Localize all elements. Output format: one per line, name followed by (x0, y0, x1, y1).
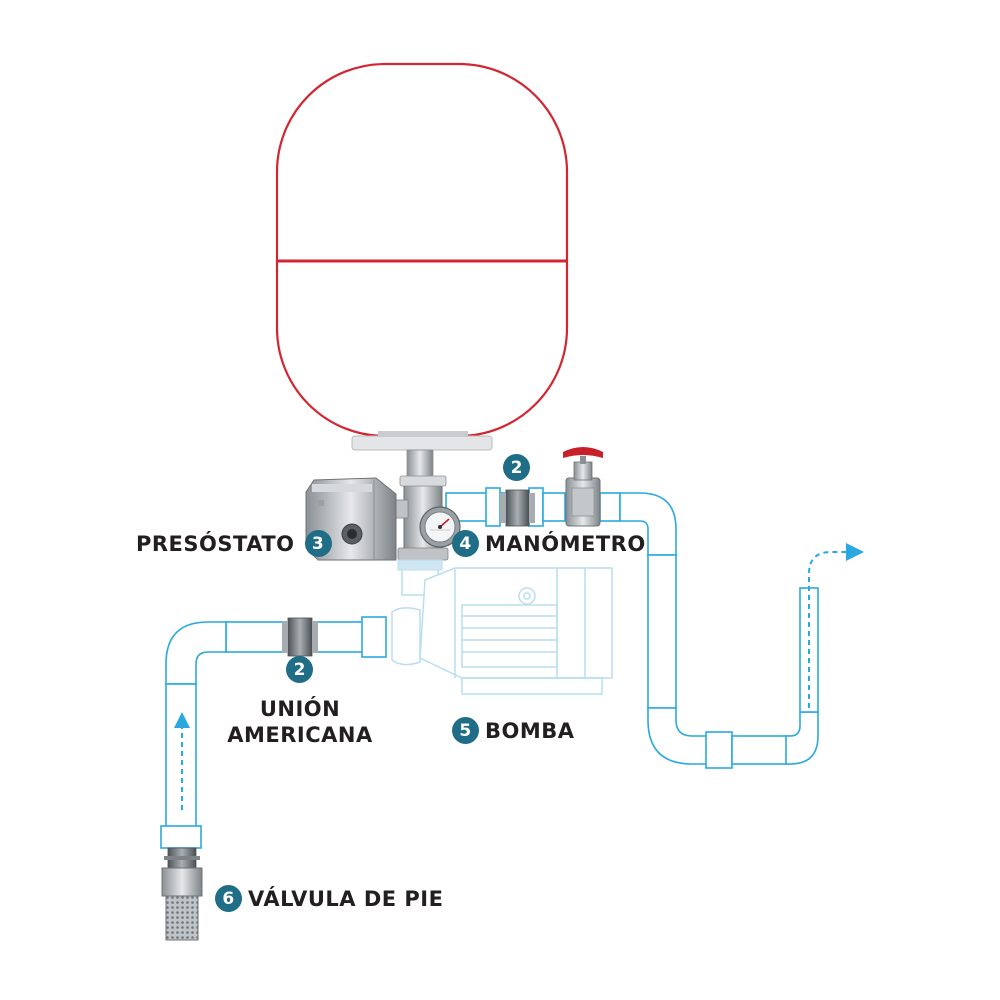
label-valvula-text: VÁLVULA DE PIE (248, 886, 444, 911)
label-union-line1: UNIÓN (259, 697, 341, 721)
label-valvula-de-pie: 6 VÁLVULA DE PIE (215, 885, 443, 912)
label-bomba-text: BOMBA (485, 718, 575, 743)
label-presostato-text: PRESÓSTATO (136, 531, 295, 556)
label-union-line2: AMERICANA (227, 723, 373, 747)
badge-2-top: 2 (503, 454, 530, 481)
discharge-pipe (445, 487, 819, 769)
badge-6: 6 (215, 885, 242, 912)
gate-valve (563, 447, 603, 527)
badge-2-bottom: 2 (286, 656, 313, 683)
manometer-gauge (419, 506, 461, 548)
union-coupling-top (500, 489, 535, 527)
tank-base-flange (351, 435, 493, 451)
pressure-tank (275, 62, 569, 481)
badge-5: 5 (452, 717, 479, 744)
label-bomba: 5 BOMBA (452, 717, 575, 744)
flow-arrow-suction (174, 712, 190, 810)
pump (391, 564, 613, 695)
union-coupling-bottom (282, 617, 318, 657)
tank-neck (406, 449, 434, 481)
foot-valve (161, 847, 203, 941)
valve-handle (563, 447, 603, 458)
label-presostato: PRESÓSTATO 3 (136, 530, 332, 557)
flow-arrow-discharge (808, 543, 864, 708)
tank-body (275, 62, 569, 438)
label-union-americana: UNIÓN AMERICANA (222, 696, 378, 748)
badge-4: 4 (452, 530, 479, 557)
badge-3: 3 (304, 530, 332, 557)
foot-valve-strainer (165, 895, 199, 941)
label-manometro: 4 MANÓMETRO (452, 530, 646, 557)
label-manometro-text: MANÓMETRO (485, 531, 646, 556)
